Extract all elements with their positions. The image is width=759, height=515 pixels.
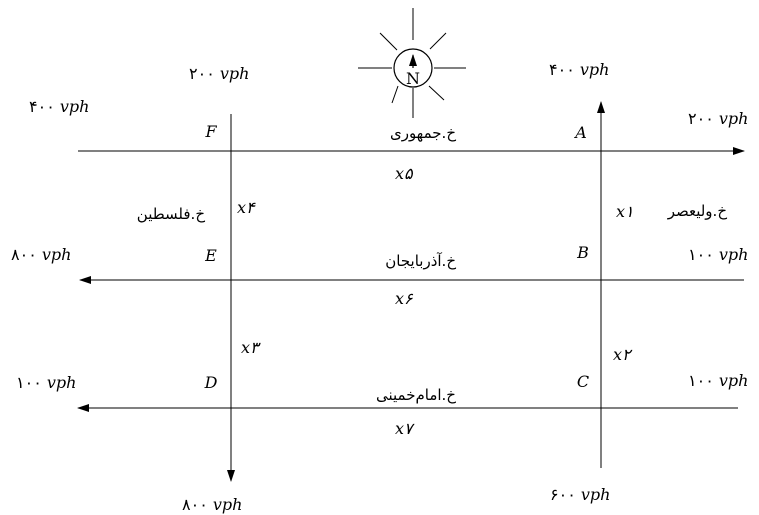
node-label-e: E [204,246,217,265]
flow-label-east-jomhouri: ۲۰۰ vph [688,109,748,128]
street-azarbayjan-label: خ.آذربایجان [385,252,456,270]
flow-label-bottom-valiasr: ۶۰۰ vph [550,485,610,504]
node-label-c: C [577,372,589,391]
flow-label-east-azarbayjan: ۱۰۰ vph [688,245,748,264]
node-label-f: F [204,122,217,141]
link-label-x1: x۱ [616,202,634,221]
node-label-d: D [204,373,218,392]
link-label-x2: x۲ [613,345,633,364]
node-label-b: B [576,243,589,262]
flow-label-east-imam: ۱۰۰ vph [688,371,748,390]
flow-label-bottom-felestin: ۸۰۰ vph [182,495,242,514]
link-label-x7: x۷ [395,419,415,438]
flow-label-west-imam: ۱۰۰ vph [16,373,76,392]
street-imam-label: خ.امام‌خمینی [376,386,456,404]
street-felestin-label: خ.فلسطین [137,205,206,223]
link-label-x5: x۵ [395,164,414,183]
flow-label-west-azarbayjan: ۸۰۰ vph [11,245,71,264]
node-label-a: A [573,123,587,142]
flow-label-west-jomhouri: ۴۰۰ vph [29,97,89,116]
compass-icon: N [358,8,466,118]
compass-north-label: N [406,69,420,88]
link-label-x3: x۳ [241,338,261,357]
street-valiasr-label: خ.ولیعصر [667,202,728,220]
flow-label-top-valiasr: ۴۰۰ vph [549,60,609,79]
link-label-x4: x۴ [237,198,256,217]
flow-label-top-felestin: ۲۰۰ vph [189,64,249,83]
link-label-x6: x۶ [395,289,414,308]
street-jomhouri-label: خ.جمهوری [390,124,456,142]
